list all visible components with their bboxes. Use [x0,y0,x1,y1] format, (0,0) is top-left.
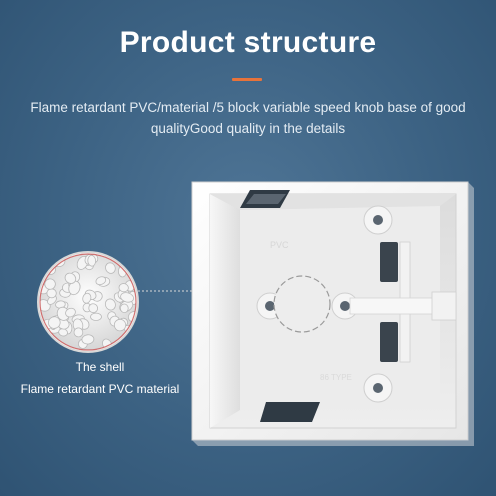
pellet [105,262,116,274]
pellet [64,272,77,284]
pellet [73,327,84,338]
svg-text:86 TYPE: 86 TYPE [320,373,352,382]
pellet [88,303,99,314]
pellet [120,292,134,303]
pellet [95,276,107,286]
pellet [68,280,81,296]
svg-text:PVC: PVC [270,240,289,250]
pellet [81,334,95,345]
pellet [113,318,127,332]
description: Flame retardant PVC/material /5 block va… [30,100,466,136]
pellet [90,312,102,321]
junction-box-image: PVC 86 TYPE [191,181,474,446]
pellet [44,278,56,290]
pellet [119,303,129,313]
page-title: Product structure [119,26,377,59]
pellet [65,307,76,318]
callout-title: The shell [75,360,125,374]
pellet [118,283,129,293]
pellet [46,288,57,299]
pellet [104,298,116,311]
title-accent-line [232,78,262,81]
pellet [82,292,92,304]
pvc-granules-image [37,251,139,353]
pellet [48,316,61,329]
pellet [87,255,97,267]
callout-subtitle: Flame retardant PVC material [20,382,180,396]
